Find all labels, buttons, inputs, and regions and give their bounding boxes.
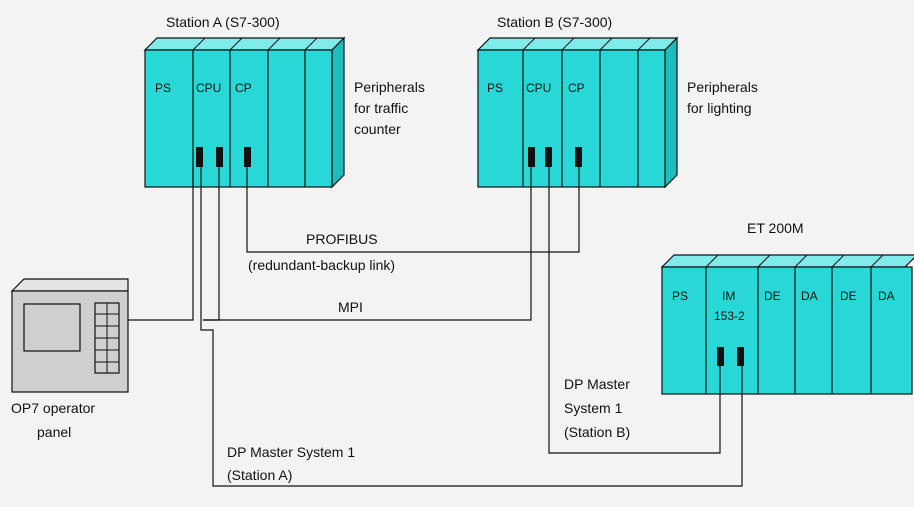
station-b-module-cp: CP bbox=[568, 81, 585, 95]
et200m-rack bbox=[660, 254, 914, 395]
station-a-cpu-port-2 bbox=[216, 147, 223, 167]
station-b-cpu-port-2 bbox=[545, 147, 552, 167]
op7-label-line-2: panel bbox=[37, 424, 71, 440]
op7-label-line-1: OP7 operator bbox=[11, 400, 95, 416]
station-a-peripherals-line-3: counter bbox=[354, 121, 401, 137]
dp-station-a-label-line-1: DP Master System 1 bbox=[227, 444, 355, 460]
station-a-module-ps: PS bbox=[155, 81, 171, 95]
mpi-cable-a bbox=[203, 167, 220, 321]
station-b-front bbox=[477, 49, 666, 188]
op7-top-bevel bbox=[10, 278, 129, 292]
dp-station-b-label-line-3: (Station B) bbox=[564, 424, 630, 440]
station-a-cp-port bbox=[244, 147, 251, 167]
et200m-module-im-number: 153-2 bbox=[714, 309, 745, 323]
profibus-label: PROFIBUS bbox=[306, 231, 378, 247]
op7-display bbox=[23, 303, 81, 352]
dp-station-b-cable bbox=[548, 167, 721, 454]
station-a-module-cpu: CPU bbox=[196, 81, 221, 95]
et200m-module-de-2: DE bbox=[840, 289, 857, 303]
station-a-peripherals-line-2: for traffic bbox=[354, 100, 408, 116]
dp-station-a-cable bbox=[200, 167, 743, 487]
et200m-im-port-2 bbox=[737, 347, 744, 366]
et200m-im-port-1 bbox=[717, 347, 724, 366]
station-a-cpu-port-1 bbox=[196, 147, 203, 167]
profibus-sublabel: (redundant-backup link) bbox=[248, 257, 395, 273]
station-a-side bbox=[331, 36, 345, 189]
station-b-top bbox=[476, 37, 679, 51]
station-b-cpu-port-1 bbox=[528, 147, 535, 167]
dp-station-b-label-line-1: DP Master bbox=[564, 376, 630, 392]
station-a-peripherals-line-1: Peripherals bbox=[354, 79, 425, 95]
et200m-top bbox=[660, 254, 914, 268]
mpi-label: MPI bbox=[338, 299, 363, 315]
station-a-module-cp: CP bbox=[235, 81, 252, 95]
op7-operator-panel bbox=[10, 278, 129, 393]
station-a-title: Station A (S7-300) bbox=[166, 14, 280, 30]
mpi-cable-b bbox=[203, 167, 532, 321]
op7-cable bbox=[128, 167, 194, 321]
et200m-module-im: IM bbox=[722, 289, 735, 303]
station-b-rack bbox=[476, 36, 679, 189]
et200m-module-da-1: DA bbox=[801, 289, 818, 303]
et200m-module-da-2: DA bbox=[878, 289, 895, 303]
dp-station-a-label-line-2: (Station A) bbox=[227, 467, 292, 483]
station-a-rack bbox=[143, 36, 346, 189]
et200m-front bbox=[661, 266, 913, 395]
station-a-front bbox=[144, 49, 333, 188]
station-b-side bbox=[664, 36, 678, 189]
station-b-peripherals-line-1: Peripherals bbox=[687, 79, 758, 95]
dp-station-b-label-line-2: System 1 bbox=[564, 400, 623, 416]
station-a-top bbox=[143, 37, 346, 51]
station-b-module-cpu: CPU bbox=[526, 81, 551, 95]
et200m-module-ps: PS bbox=[672, 289, 688, 303]
station-b-peripherals-line-2: for lighting bbox=[687, 100, 752, 116]
cables bbox=[128, 167, 743, 487]
et200m-title: ET 200M bbox=[747, 220, 804, 236]
station-b-title: Station B (S7-300) bbox=[497, 14, 612, 30]
station-b-module-ps: PS bbox=[487, 81, 503, 95]
station-b-cp-port bbox=[575, 147, 582, 167]
op7-keypad bbox=[94, 302, 120, 374]
et200m-module-de-1: DE bbox=[764, 289, 781, 303]
profibus-cable bbox=[246, 167, 580, 253]
